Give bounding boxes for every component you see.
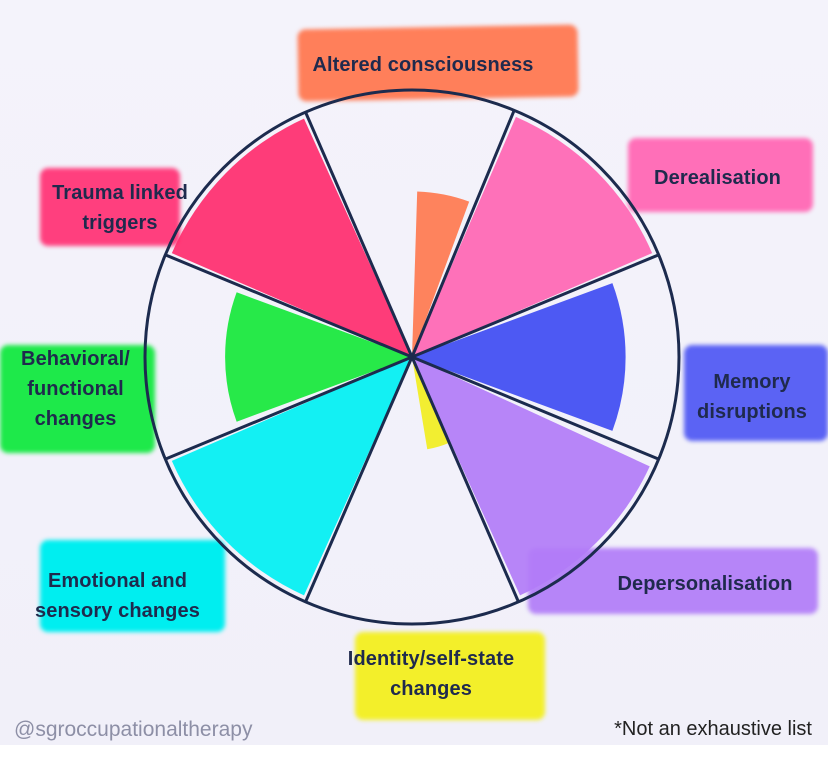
highlight-identity	[355, 632, 545, 720]
label-line: Depersonalisation	[617, 573, 793, 595]
spoke-line	[411, 253, 660, 359]
label-line: changes	[390, 678, 472, 700]
highlight-emotional	[40, 540, 225, 632]
label-emotional-sensory: Emotional and sensory changes	[25, 566, 210, 626]
sector-behavioral-functional-changes	[225, 292, 412, 422]
label-memory-disruptions: Memory disruptions	[686, 367, 818, 427]
label-altered-consciousness: Altered consciousness	[298, 50, 548, 80]
label-line: Identity/self-state	[347, 648, 515, 670]
sector-memory-disruptions	[412, 283, 626, 431]
sector-emotional-and-sensory-changes	[171, 357, 412, 596]
label-line: triggers	[82, 212, 158, 234]
author-handle: @sgroccupationaltherapy	[14, 718, 253, 741]
label-depersonalisation: Depersonalisation	[600, 569, 810, 599]
sector-trauma-linked-triggers	[171, 118, 412, 358]
highlight-trauma	[40, 168, 180, 246]
sector-depersonalisation	[412, 357, 650, 596]
highlight-behavioral	[0, 345, 155, 453]
label-line: Derealisation	[654, 167, 781, 189]
spoke-line	[164, 355, 413, 461]
label-trauma-linked-triggers: Trauma linked triggers	[40, 178, 200, 238]
label-derealisation: Derealisation	[640, 163, 795, 193]
wheel-rim	[143, 88, 681, 626]
highlight-memory-disruptions	[684, 345, 828, 441]
label-line: Memory	[713, 371, 791, 393]
label-line: Behavioral/	[21, 348, 130, 370]
spoke-line	[411, 355, 660, 461]
spoke-line	[304, 111, 414, 358]
label-line: functional	[27, 378, 124, 400]
sector-derealisation	[412, 116, 653, 357]
label-line: sensory changes	[35, 600, 200, 622]
label-behavioral-functional: Behavioral/ functional changes	[8, 344, 143, 434]
label-line: disruptions	[697, 401, 807, 423]
disclaimer-note: *Not an exhaustive list	[614, 718, 812, 740]
label-line: changes	[34, 408, 117, 430]
label-identity-self-state: Identity/self-state changes	[325, 644, 537, 704]
bottom-strip	[0, 745, 828, 763]
label-line: Trauma linked	[52, 182, 188, 204]
label-line: Emotional and	[47, 570, 188, 592]
label-line: Altered consciousness	[312, 54, 534, 76]
spoke-line	[164, 253, 413, 359]
highlight-derealisation	[628, 138, 813, 212]
spoke-line	[410, 109, 516, 358]
spoke-line	[410, 356, 520, 603]
spoke-line	[304, 356, 414, 603]
sector-altered-consciousness	[412, 191, 470, 357]
